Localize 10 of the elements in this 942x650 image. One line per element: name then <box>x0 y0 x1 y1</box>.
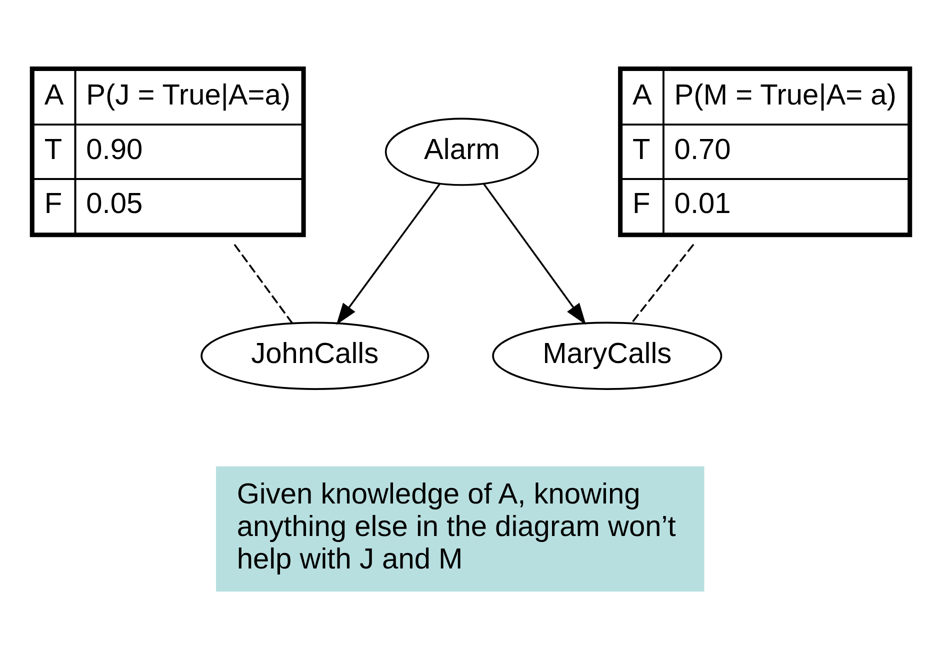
connector <box>234 244 293 324</box>
node-box: A P(J = True|A=a) T 0.90 F 0.05 <box>30 66 306 238</box>
node-ellipse: JohnCalls <box>200 322 430 390</box>
arrow <box>336 184 440 325</box>
connector <box>630 244 694 324</box>
node-ellipse: MaryCalls <box>492 322 722 390</box>
node-box: Given knowledge of A, knowing anything else in the diagram won’t help with J and M <box>216 466 704 592</box>
node-ellipse: Alarm <box>384 118 539 186</box>
arrow <box>483 184 586 325</box>
node-box: A P(M = True|A= a) T 0.70 F 0.01 <box>618 66 912 238</box>
